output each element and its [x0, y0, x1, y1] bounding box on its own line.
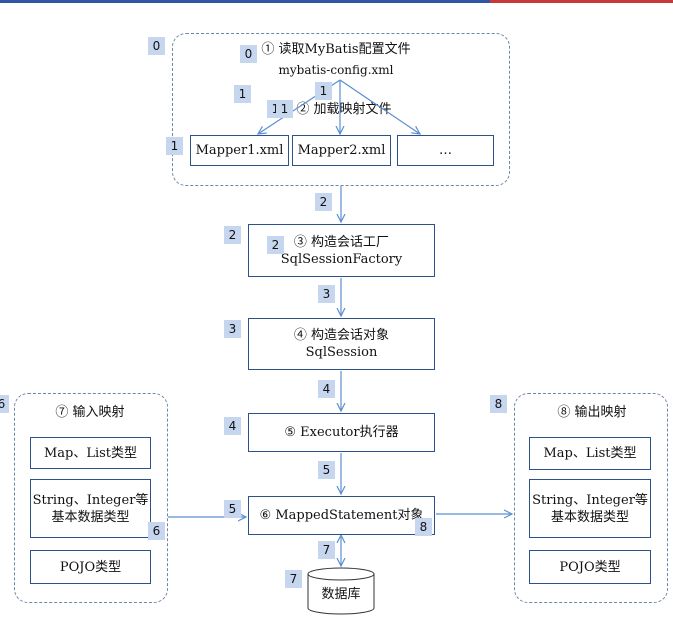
executor-box: ⑤ Executor执行器 — [248, 413, 435, 452]
tag-2-arrow: 2 — [315, 193, 332, 211]
tag-2-box: 2 — [267, 236, 284, 254]
step2-load-mappers: ② 加载映射文件 — [296, 102, 392, 117]
input-mapping-group — [14, 393, 168, 603]
step1-title: ① 读取MyBatis配置文件 — [261, 42, 411, 57]
output-map-list-box: Map、List类型 — [529, 437, 651, 470]
tag-1-mappers: 1 — [166, 137, 183, 155]
input-pojo-box: POJO类型 — [30, 550, 151, 584]
arrow-to-mapper-more — [339, 79, 420, 134]
tag-2-left: 2 — [224, 226, 241, 244]
tag-7-database: 7 — [285, 570, 302, 588]
sql-session-box: ④ 构造会话对象 SqlSession — [248, 318, 435, 370]
tag-5-left: 5 — [224, 500, 241, 518]
tag-1-left: 1 — [234, 85, 251, 103]
input-map-list-box: Map、List类型 — [30, 437, 151, 469]
input-pojo-label: POJO类型 — [59, 559, 122, 575]
top-accent-bar-red — [490, 0, 673, 3]
output-mapping-group — [514, 393, 668, 603]
tag-1-center: 1 — [315, 82, 332, 100]
tag-7-arrow: 7 — [318, 541, 335, 559]
mapper2-box: Mapper2.xml — [292, 135, 391, 166]
top-accent-bar-blue — [0, 0, 490, 3]
tag-4-arrow: 4 — [318, 380, 335, 398]
tag-8-output: 8 — [490, 395, 507, 413]
mapper-more-label: … — [439, 143, 452, 158]
mapper1-label: Mapper1.xml — [195, 143, 284, 158]
output-map-list-label: Map、List类型 — [543, 446, 637, 461]
input-basic-types-box: String、Integer等 基本数据类型 — [30, 479, 151, 538]
mapped-statement-box: ⑥ MappedStatement对象 — [248, 496, 435, 535]
tag-6-input: 6 — [148, 522, 165, 540]
output-pojo-label: POJO类型 — [559, 559, 621, 575]
mapper2-label: Mapper2.xml — [297, 143, 386, 158]
tag-0-title: 0 — [240, 45, 257, 63]
output-mapping-title: ⑧ 输出映射 — [557, 405, 627, 420]
tag-4-left: 4 — [224, 417, 241, 435]
tag-0-group: 0 — [148, 37, 165, 55]
mapped-statement-label: ⑥ MappedStatement对象 — [259, 508, 424, 523]
input-mapping-title: ⑦ 输入映射 — [55, 405, 125, 420]
input-map-list-label: Map、List类型 — [43, 445, 138, 461]
mapper1-box: Mapper1.xml — [190, 135, 289, 166]
database-cylinder — [307, 567, 375, 615]
tag-5-arrow: 5 — [318, 461, 335, 479]
step1-config-file: mybatis-config.xml — [278, 63, 394, 77]
output-basic-types-box: String、Integer等 基本数据类型 — [529, 479, 651, 538]
input-basic-types-label: String、Integer等 基本数据类型 — [32, 492, 149, 525]
executor-label: ⑤ Executor执行器 — [284, 425, 399, 440]
tag-3-left: 3 — [224, 320, 241, 338]
mapper-more-box: … — [397, 135, 494, 166]
sql-session-label: ④ 构造会话对象 SqlSession — [293, 328, 390, 360]
config-group — [172, 33, 510, 186]
output-pojo-box: POJO类型 — [529, 550, 651, 584]
output-basic-types-label: String、Integer等 基本数据类型 — [532, 492, 648, 525]
tag-1-load-b: 1 — [276, 100, 293, 118]
tag-6-edge: 6 — [0, 395, 9, 413]
database-label: 数据库 — [321, 587, 361, 602]
tag-3-arrow: 3 — [318, 285, 335, 303]
session-factory-label: ③ 构造会话工厂 SqlSessionFactory — [280, 234, 403, 267]
tag-8-statement: 8 — [415, 518, 432, 536]
